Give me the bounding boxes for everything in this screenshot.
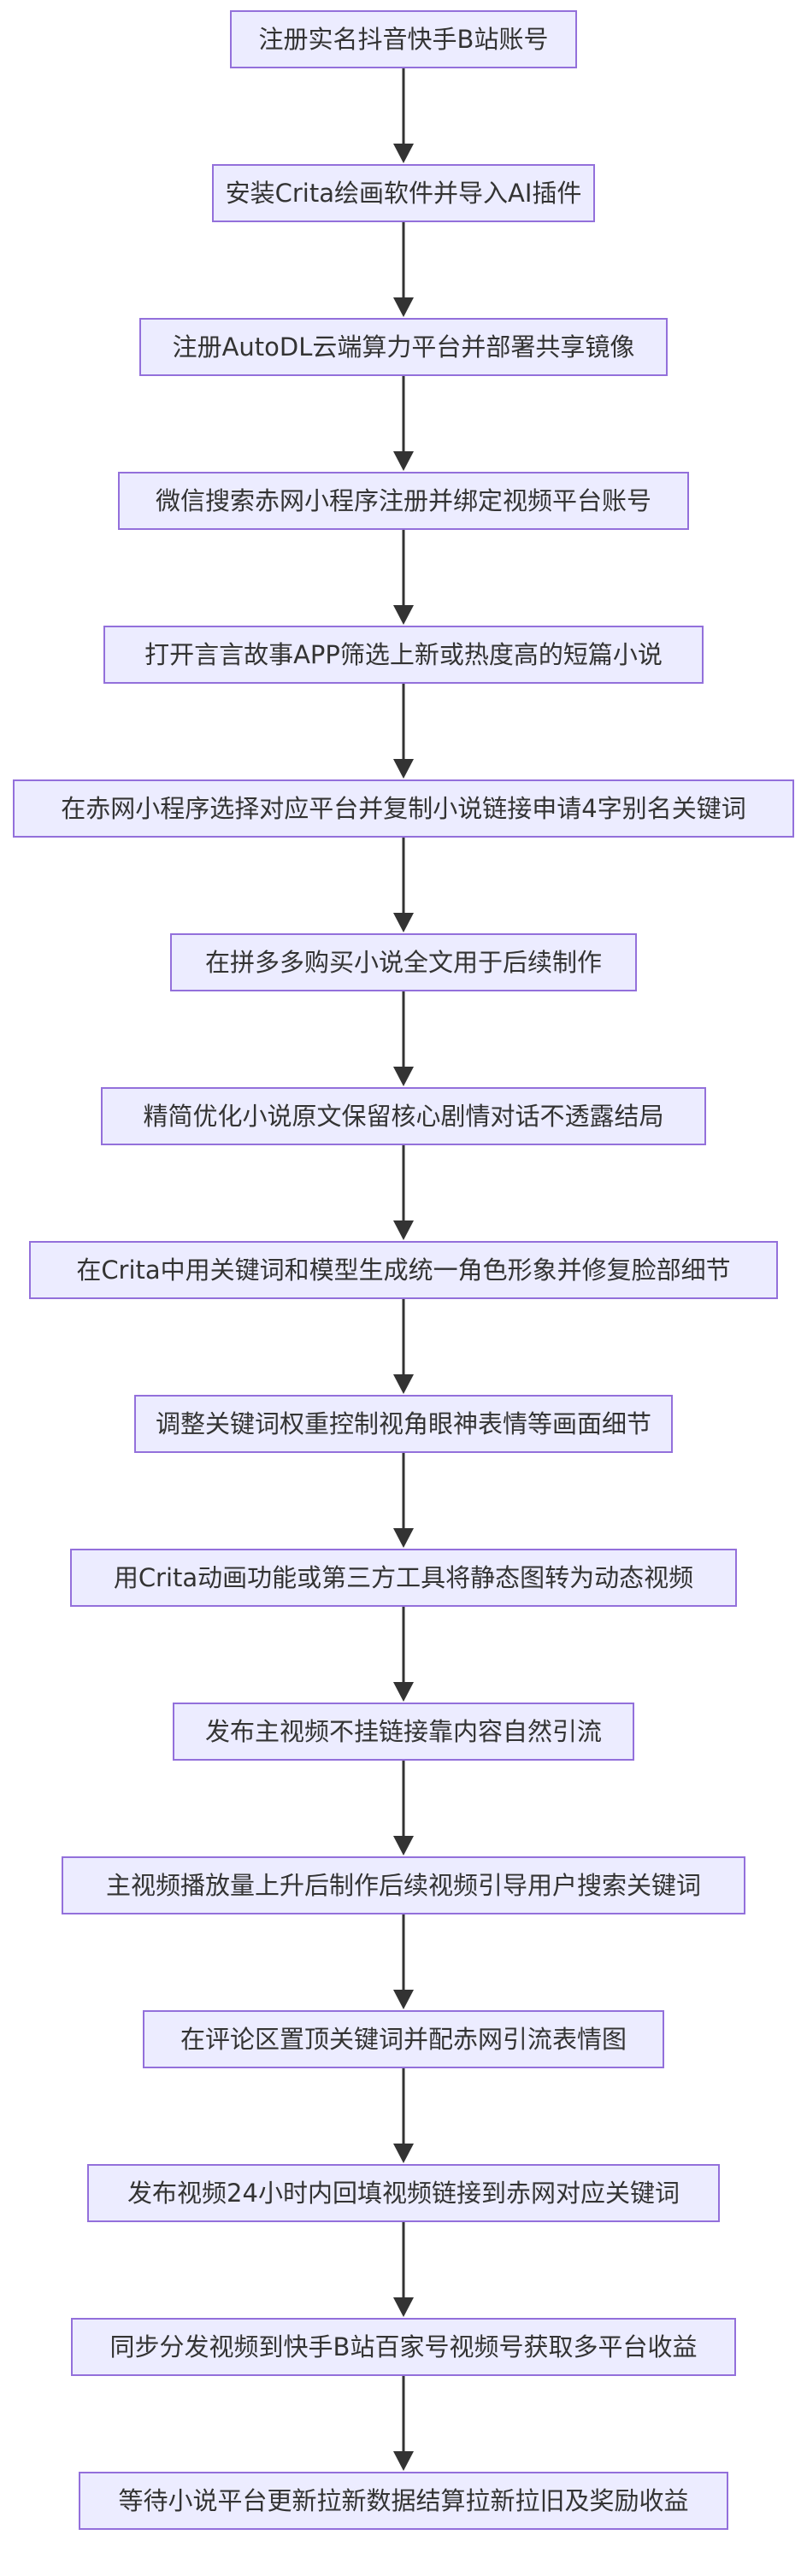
arrow-head-13 bbox=[393, 1990, 414, 2009]
arrow-head-10 bbox=[393, 1528, 414, 1548]
step-node-12: 发布主视频不挂链接靠内容自然引流 bbox=[173, 1703, 634, 1761]
arrow-head-4 bbox=[393, 605, 414, 625]
arrow-head-12 bbox=[393, 1836, 414, 1856]
step-node-14: 在评论区置顶关键词并配赤网引流表情图 bbox=[143, 2010, 664, 2068]
arrow-head-5 bbox=[393, 759, 414, 779]
step-node-10: 调整关键词权重控制视角眼神表情等画面细节 bbox=[134, 1395, 673, 1453]
step-node-16: 同步分发视频到快手B站百家号视频号获取多平台收益 bbox=[71, 2318, 736, 2376]
step-node-11: 用Crita动画功能或第三方工具将静态图转为动态视频 bbox=[70, 1549, 737, 1607]
arrow-head-7 bbox=[393, 1067, 414, 1086]
step-node-17: 等待小说平台更新拉新数据结算拉新拉旧及奖励收益 bbox=[79, 2472, 728, 2530]
step-node-9: 在Crita中用关键词和模型生成统一角色形象并修复脸部细节 bbox=[29, 1241, 778, 1299]
step-node-5: 打开言言故事APP筛选上新或热度高的短篇小说 bbox=[103, 626, 704, 684]
arrow-head-2 bbox=[393, 297, 414, 317]
arrow-head-15 bbox=[393, 2297, 414, 2317]
arrow-head-8 bbox=[393, 1220, 414, 1240]
arrow-head-6 bbox=[393, 913, 414, 932]
step-node-7: 在拼多多购买小说全文用于后续制作 bbox=[170, 933, 637, 991]
step-node-2: 安装Crita绘画软件并导入AI插件 bbox=[212, 164, 595, 222]
step-node-8: 精简优化小说原文保留核心剧情对话不透露结局 bbox=[101, 1087, 706, 1145]
arrow-head-3 bbox=[393, 451, 414, 471]
step-node-1: 注册实名抖音快手B站账号 bbox=[230, 10, 577, 68]
arrow-head-16 bbox=[393, 2451, 414, 2471]
arrow-head-9 bbox=[393, 1374, 414, 1394]
step-node-6: 在赤网小程序选择对应平台并复制小说链接申请4字别名关键词 bbox=[13, 779, 794, 838]
arrow-head-11 bbox=[393, 1682, 414, 1702]
step-node-15: 发布视频24小时内回填视频链接到赤网对应关键词 bbox=[87, 2164, 720, 2222]
step-node-13: 主视频播放量上升后制作后续视频引导用户搜索关键词 bbox=[62, 1856, 745, 1914]
step-node-4: 微信搜索赤网小程序注册并绑定视频平台账号 bbox=[118, 472, 689, 530]
arrow-head-14 bbox=[393, 2144, 414, 2163]
arrow-head-1 bbox=[393, 144, 414, 163]
step-node-3: 注册AutoDL云端算力平台并部署共享镜像 bbox=[139, 318, 668, 376]
